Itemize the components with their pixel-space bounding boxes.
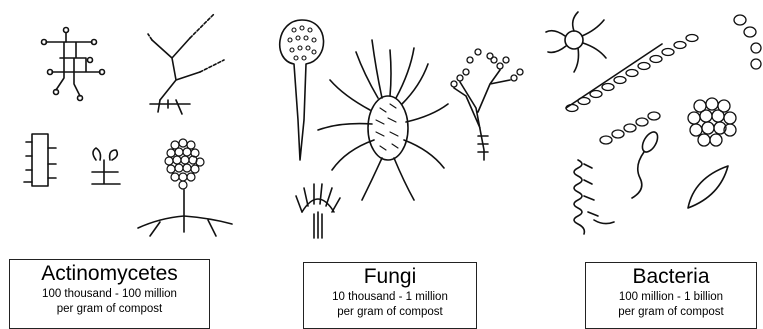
fungi-label-box: Fungi 10 thousand - 1 million per gram o… [303,262,477,329]
bacteria-flagellated-coccus [546,12,606,72]
bacteria-diplococci-chain [566,35,698,112]
actinomycetes-spore-chains [148,14,224,114]
bacteria-vibrio-flagellum [632,129,661,198]
bacteria-spirillum [574,160,614,234]
bacteria-title: Bacteria [586,266,756,288]
bacteria-count: 100 million - 1 billion [586,290,756,305]
actinomycetes-sporangium [138,139,232,236]
bacteria-label-box: Bacteria 100 million - 1 billion per gra… [585,262,757,329]
bacteria-staphylococcus-cluster [688,98,736,146]
fungi-unit: per gram of compost [304,305,476,320]
fungi-sporangium-stalk [280,20,324,160]
bacteria-unit: per gram of compost [586,305,756,320]
actinomycetes-loop-branch [92,148,120,184]
actinomycetes-title: Actinomycetes [10,263,209,285]
actinomycetes-branched-colony [42,28,105,101]
fungi-sporangiophore-tuft [296,184,340,238]
actinomycetes-unit: per gram of compost [10,302,209,317]
fungi-mycelium-body [318,40,448,200]
actinomycetes-label-box: Actinomycetes 100 thousand - 100 million… [9,259,210,329]
bacteria-fusiform [688,166,728,208]
bacteria-streptococci-chain [600,15,761,144]
fungi-conidiophore [451,49,523,160]
fungi-count: 10 thousand - 1 million [304,290,476,305]
fungi-title: Fungi [304,266,476,288]
actinomycetes-fragmented-chain [24,134,56,186]
actinomycetes-count: 100 thousand - 100 million [10,287,209,302]
